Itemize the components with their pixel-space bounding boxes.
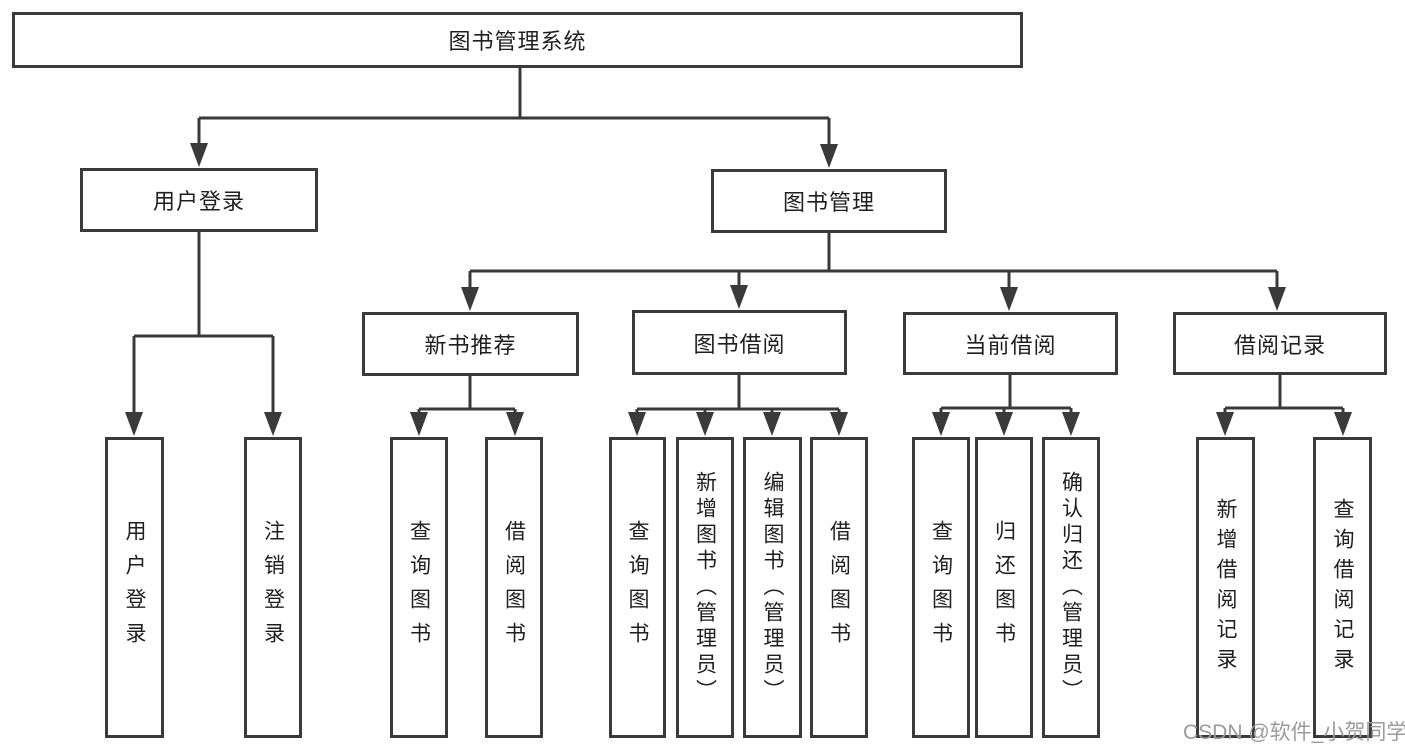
leaf-borrow-books: 借阅图书 <box>810 437 868 738</box>
node-book-borrowing: 图书借阅 <box>632 310 847 375</box>
connector-login-to-leaves <box>125 232 282 436</box>
leaf-confirm-return-admin: 确认归还（管理员） <box>1042 437 1100 738</box>
leaf-query-borrow-record: 查询借阅记录 <box>1313 437 1372 738</box>
leaf-label: 查询图书 <box>626 519 649 656</box>
leaf-label: 确认归还（管理员） <box>1059 470 1083 705</box>
connector-newrec-to-leaves <box>410 376 524 436</box>
arrow-down-icon <box>506 412 524 436</box>
node-current-borrowing: 当前借阅 <box>903 312 1118 375</box>
arrow-down-icon <box>995 412 1013 436</box>
leaf-label: 新增图书（管理员） <box>693 470 717 705</box>
leaf-borrow-books: 借阅图书 <box>485 437 543 738</box>
leaf-label: 查询借阅记录 <box>1331 497 1354 678</box>
leaf-label: 新增借阅记录 <box>1214 497 1237 678</box>
connector-borrow-to-leaves <box>628 375 848 436</box>
node-book-management: 图书管理 <box>711 169 947 233</box>
leaf-add-books-admin: 新增图书（管理员） <box>676 437 734 738</box>
leaf-query-books: 查询图书 <box>912 437 970 738</box>
arrow-down-icon <box>190 143 208 167</box>
csdn-watermark: CSDN @软件_小贺同学 <box>1183 721 1405 744</box>
arrow-down-icon <box>1062 412 1080 436</box>
arrow-down-icon <box>628 412 646 436</box>
connector-mgmt-to-level3 <box>461 233 1286 311</box>
connector-current-to-leaves <box>932 375 1080 436</box>
arrow-down-icon <box>730 285 748 309</box>
arrow-down-icon <box>1216 412 1234 436</box>
leaf-label: 归还图书 <box>992 519 1016 656</box>
arrow-down-icon <box>763 412 781 436</box>
node-user-login: 用户登录 <box>80 168 318 232</box>
arrow-down-icon <box>830 412 848 436</box>
arrow-down-icon <box>1000 287 1018 311</box>
leaf-return-books: 归还图书 <box>975 437 1033 738</box>
node-borrowing-records: 借阅记录 <box>1173 312 1387 375</box>
leaf-label: 借阅图书 <box>502 519 526 656</box>
leaf-edit-books-admin: 编辑图书（管理员） <box>743 437 802 738</box>
arrow-down-icon <box>820 144 838 168</box>
leaf-label: 查询图书 <box>407 519 431 656</box>
connector-record-to-leaves <box>1216 375 1352 436</box>
leaf-label: 编辑图书（管理员） <box>761 470 784 705</box>
leaf-label: 查询图书 <box>929 519 953 656</box>
arrow-down-icon <box>1268 287 1286 311</box>
arrow-down-icon <box>932 412 950 436</box>
connector-root-to-level2 <box>190 68 838 168</box>
leaf-label: 用户登录 <box>123 519 146 656</box>
arrow-down-icon <box>410 412 428 436</box>
arrow-down-icon <box>1334 412 1352 436</box>
arrow-down-icon <box>264 412 282 436</box>
arrow-down-icon <box>696 412 714 436</box>
leaf-user-login: 用户登录 <box>105 437 164 738</box>
leaf-label: 借阅图书 <box>827 519 851 656</box>
leaf-add-borrow-record: 新增借阅记录 <box>1196 437 1255 738</box>
arrow-down-icon <box>461 287 479 311</box>
leaf-logout: 注销登录 <box>244 437 302 738</box>
node-library-system: 图书管理系统 <box>12 12 1023 68</box>
node-new-book-recommend: 新书推荐 <box>362 312 579 376</box>
leaf-query-books: 查询图书 <box>609 437 666 738</box>
leaf-label: 注销登录 <box>261 519 285 656</box>
leaf-query-books: 查询图书 <box>390 437 448 738</box>
arrow-down-icon <box>125 412 143 436</box>
